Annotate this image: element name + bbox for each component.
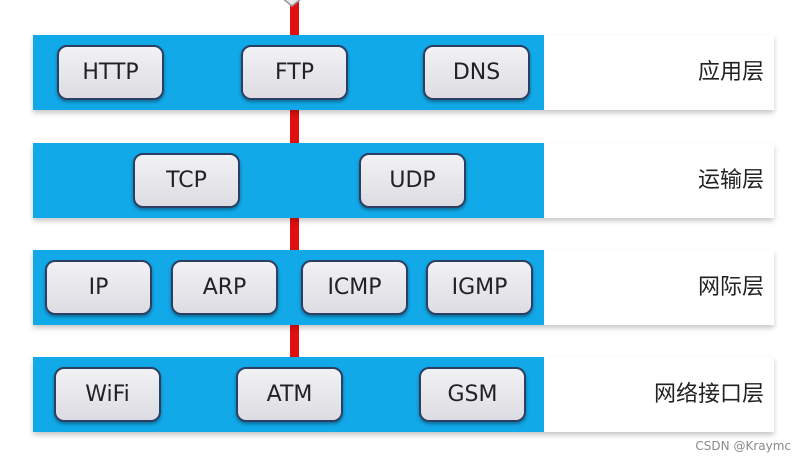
protocol-atm: ATM (236, 367, 343, 422)
layer-transport-protocols: TCP UDP (33, 143, 544, 218)
protocol-gsm: GSM (419, 367, 526, 422)
protocol-ftp: FTP (241, 45, 348, 100)
protocol-http: HTTP (57, 45, 164, 100)
layer-internet-label-area: 网际层 (544, 250, 774, 325)
protocol-wifi: WiFi (54, 367, 161, 422)
layer-application: HTTP FTP DNS 应用层 (33, 35, 774, 110)
protocol-udp: UDP (359, 153, 466, 208)
layer-name-network-interface: 网络接口层 (653, 382, 764, 407)
watermark: CSDN @Kraymc (695, 439, 791, 453)
layer-name-internet: 网际层 (697, 275, 764, 300)
layer-network-interface: WiFi ATM GSM 网络接口层 (33, 357, 774, 432)
protocol-dns: DNS (423, 45, 530, 100)
layer-name-application: 应用层 (697, 60, 764, 85)
protocol-tcp: TCP (133, 153, 240, 208)
layer-transport: TCP UDP 运输层 (33, 143, 774, 218)
layer-name-transport: 运输层 (697, 168, 764, 193)
layer-internet-protocols: IP ARP ICMP IGMP (33, 250, 544, 325)
protocol-ip: IP (45, 260, 152, 315)
layer-transport-label-area: 运输层 (544, 143, 774, 218)
router-icon (283, 0, 301, 7)
layer-network-interface-label-area: 网络接口层 (544, 357, 774, 432)
protocol-icmp: ICMP (301, 260, 408, 315)
layer-application-label-area: 应用层 (544, 35, 774, 110)
layer-application-protocols: HTTP FTP DNS (33, 35, 544, 110)
layer-network-interface-protocols: WiFi ATM GSM (33, 357, 544, 432)
protocol-arp: ARP (171, 260, 278, 315)
protocol-igmp: IGMP (426, 260, 533, 315)
layer-internet: IP ARP ICMP IGMP 网际层 (33, 250, 774, 325)
